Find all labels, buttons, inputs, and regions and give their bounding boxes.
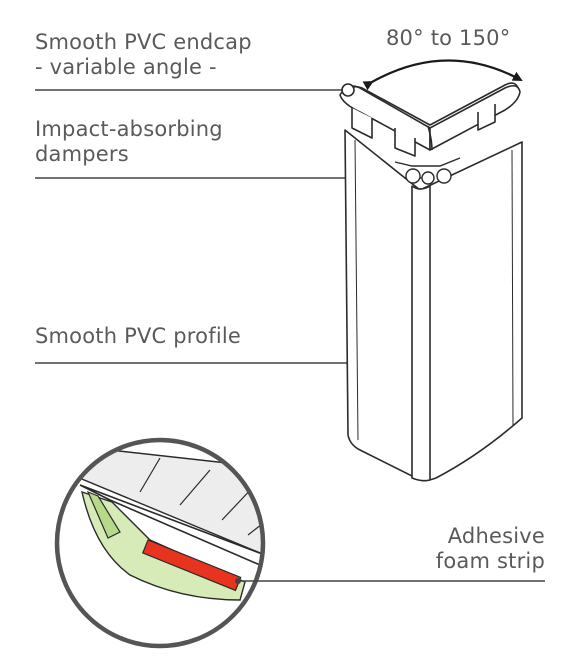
dampers-label-line2: dampers	[35, 142, 129, 166]
endcap-label-line2: - variable angle -	[35, 55, 217, 79]
impact-dampers	[394, 157, 461, 185]
damper-left	[405, 168, 421, 184]
profile-label-line1: Smooth PVC profile	[35, 324, 242, 348]
angle-label: 80° to 150°	[386, 26, 511, 50]
zoom-circle-border	[54, 437, 266, 649]
damper-right	[436, 168, 452, 184]
pvc-profile	[344, 129, 523, 482]
endcap-tabs-right	[477, 104, 496, 131]
foam-label-line2: foam strip	[435, 549, 545, 573]
pvc-endcap	[339, 82, 521, 157]
foam-label: Adhesive foam strip	[436, 524, 545, 574]
profile-front-edge	[411, 185, 431, 482]
endcap-label-line1: Smooth PVC endcap	[35, 30, 252, 54]
endcap-right-wing	[429, 84, 521, 151]
profile-right-inner-line	[511, 149, 514, 426]
profile-left-inner-line	[354, 139, 359, 441]
green-edge	[86, 490, 121, 539]
foam-label-line1: Adhesive	[447, 524, 545, 548]
profile-right-face	[419, 141, 523, 482]
dampers-label-line1: Impact-absorbing	[35, 117, 223, 141]
angle-arc-arrow	[362, 59, 523, 91]
endcap-tabs-left	[351, 108, 373, 139]
damper-center	[421, 171, 435, 185]
dampers-label: Impact-absorbing dampers	[35, 117, 223, 167]
endcap-tabs-mid	[394, 128, 416, 157]
damper-bracket	[394, 157, 461, 167]
endcap-ridge	[427, 125, 433, 151]
endcap-corner-knob	[341, 83, 355, 97]
endcap-label: Smooth PVC endcap - variable angle -	[35, 30, 252, 80]
profile-label: Smooth PVC profile	[35, 324, 241, 349]
zoom-detail	[54, 437, 266, 649]
